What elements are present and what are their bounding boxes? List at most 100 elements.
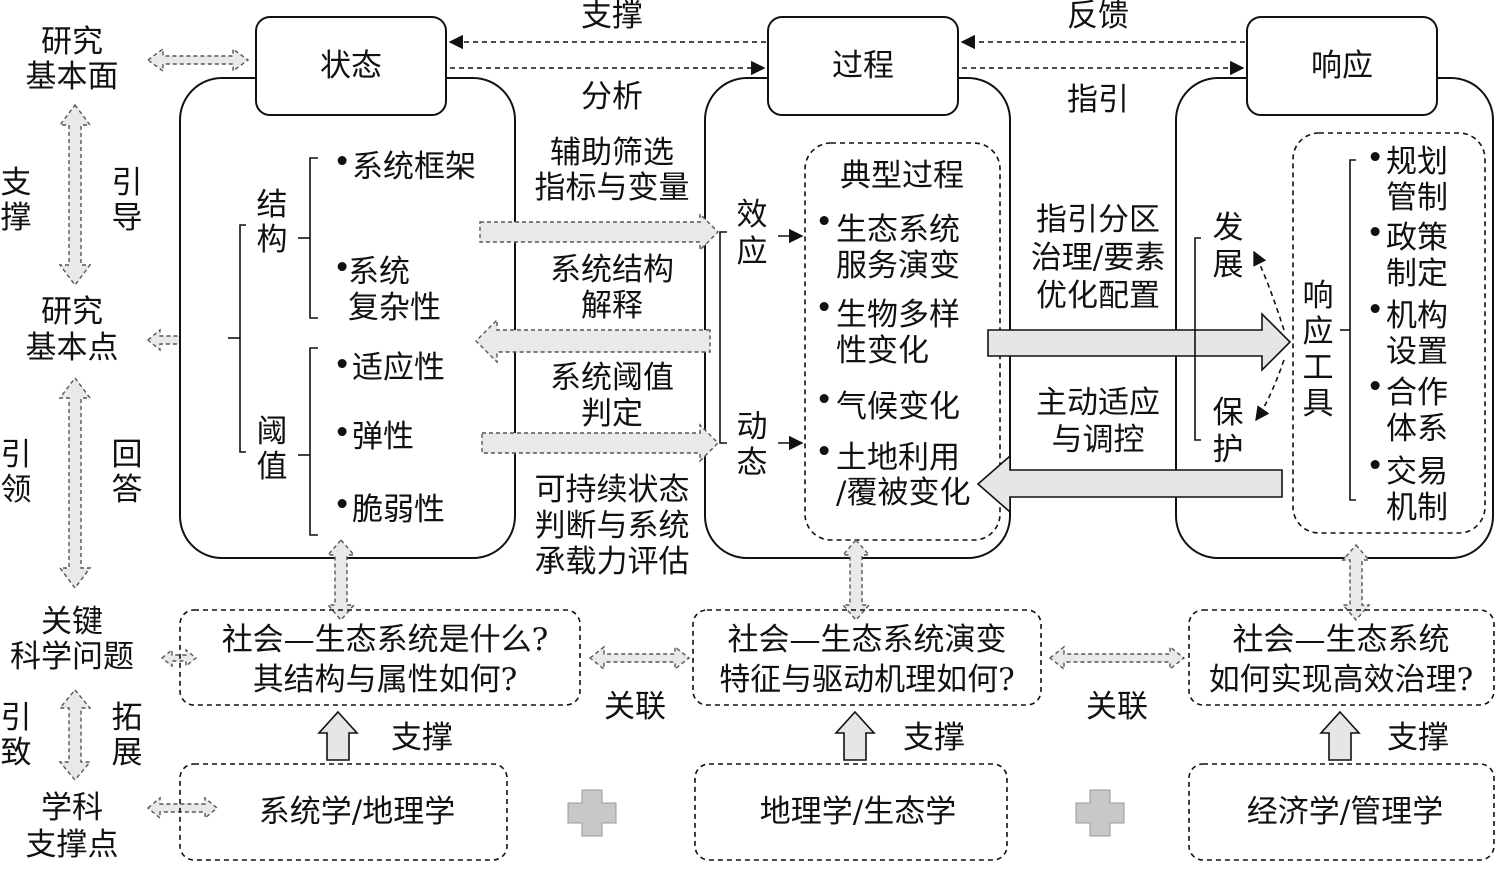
expand-vertical-1: 拓 [112,700,143,736]
tool-item-5-line2: 机制 [1386,490,1448,526]
link-label-2: 关联 [1086,689,1148,725]
process-box [767,16,959,116]
link-label-1: 关联 [604,689,666,725]
horizontal-double-arrow [146,796,219,820]
bullet: • [815,204,833,240]
threshold-item-1: 适应性 [352,350,445,386]
bullet: • [815,382,833,418]
process-item-4-line1: 土地利用 [836,440,960,476]
structure-vertical-1: 结 [257,187,288,223]
bullet: • [333,487,351,523]
filter-label-2: 指标与变量 [535,170,690,206]
question-2-line1: 社会—生态系统演变 [728,622,1007,658]
response-title: 响应 [1311,48,1373,84]
support-arrows: 支撑 支撑 支撑 [317,710,1449,761]
panel-question-links [326,538,1371,622]
process-item-2-line2: 性变化 [836,333,929,369]
feedback-label: 反馈 [1067,0,1129,34]
develop-vertical-2: 展 [1213,247,1244,283]
state-panel-content: 结 构 阈 值 • 系统框架 • 系统 复杂性 • 适应性 • 弹性 • 脆弱性 [228,144,476,536]
lead-vertical-2: 领 [1,472,32,508]
bullet: • [333,250,351,286]
tool-item-3-line2: 设置 [1386,334,1448,370]
questions-row: 社会—生态系统是什么? 其结构与属性如何? 社会—生态系统演变 特征与驱动机理如… [179,609,1495,725]
top-arrows: 支撑 分析 反馈 指引 [448,0,1245,118]
question-1-line2: 其结构与属性如何? [253,662,518,698]
process-panel-content: 效 应 动 态 典型过程 • 生态系统 服务演变 • 生物多样 性变化 • 气候… [719,142,1001,541]
assess-label-1: 可持续状态 [535,472,690,508]
tools-vertical-2: 应 [1303,314,1334,350]
research-surface-label-1: 研究 [41,24,103,60]
horizontal-double-arrow [1048,645,1186,671]
response-bracket [1194,237,1201,441]
threshold-judge-label-2: 判定 [581,396,643,432]
key-question-label-1: 关键 [41,604,103,640]
discipline-3: 经济学/管理学 [1247,794,1443,830]
vertical-double-arrow [1341,543,1371,622]
typical-process-box [804,142,1001,541]
tool-item-2-line2: 制定 [1386,256,1448,292]
tool-item-2-line1: 政策 [1386,220,1448,256]
assess-label-2: 判断与系统 [535,508,690,544]
vertical-double-arrow [841,538,871,622]
bullet: • [333,144,351,180]
tool-item-4-line1: 合作 [1386,375,1448,411]
discipline-box-3 [1188,763,1495,861]
bullet: • [815,434,833,470]
vertical-double-arrow [58,688,92,782]
support-label-2: 支撑 [903,720,965,756]
bullet: • [333,415,351,451]
protect-vertical-2: 护 [1213,432,1244,468]
plus-icon [567,789,617,837]
process-title: 过程 [832,48,894,84]
protect-vertical-1: 保 [1213,395,1244,431]
support-label: 支撑 [581,0,643,34]
discipline-box-1 [179,763,508,861]
threshold-vertical-1: 阈 [257,414,288,450]
develop-curve-arrow [1253,250,1285,331]
question-box-3 [1188,609,1495,706]
dynamic-vertical-2: 态 [737,445,768,481]
process-bracket [719,231,727,444]
tools-vertical-1: 响 [1303,278,1334,314]
explain-label-2: 解释 [581,288,643,324]
research-point-label-2: 基本点 [26,330,119,366]
support-vertical-1: 支 [1,165,32,201]
dynamic-vertical-1: 动 [737,409,768,445]
develop-vertical-1: 发 [1213,210,1244,246]
question-3-line2: 如何实现高效治理? [1209,662,1474,698]
answer-vertical-2: 答 [112,472,143,508]
structure-item-2-line1: 系统 [348,254,410,290]
response-tools-box [1292,132,1486,534]
process-item-4-line2: /覆被变化 [836,475,970,511]
tool-item-1-line1: 规划 [1386,144,1448,180]
bullet: • [1366,140,1384,176]
discipline-1: 系统学/地理学 [259,794,455,830]
horizontal-double-arrow [160,648,198,668]
discipline-point-label-2: 支撑点 [26,827,119,863]
response-panel-content: 发 展 保 护 响 应 工 具 • 规划 管制 • 政策 制定 • 机构 设置 … [1194,132,1486,534]
vertical-double-arrow [58,376,92,590]
adapt-label-2: 与调控 [1052,422,1145,458]
bullet: • [1366,448,1384,484]
horizontal-double-arrow [588,645,691,671]
guide-vertical-2: 导 [112,200,143,236]
tool-item-1-line2: 管制 [1386,180,1448,216]
typical-process-title: 典型过程 [840,158,964,194]
threshold-judge-label-1: 系统阈值 [550,360,674,396]
expand-vertical-2: 展 [112,735,143,771]
assess-label-3: 承载力评估 [535,544,690,580]
top-title-boxes: 状态 过程 响应 [255,16,1438,116]
tool-item-5-line1: 交易 [1386,454,1448,490]
support-vertical-2: 撑 [1,200,32,236]
discipline-2: 地理学/生态学 [760,794,956,830]
threshold-vertical-2: 值 [257,449,288,485]
process-response-links: 指引分区 治理/要素 优化配置 主动适应 与调控 [976,202,1292,514]
structure-item-1: 系统框架 [352,149,476,185]
threshold-item-2: 弹性 [352,419,414,455]
threshold-item-3: 脆弱性 [352,492,445,528]
tools-vertical-4: 具 [1303,386,1334,422]
plus-icon [1075,789,1125,837]
state-title: 状态 [320,48,382,84]
